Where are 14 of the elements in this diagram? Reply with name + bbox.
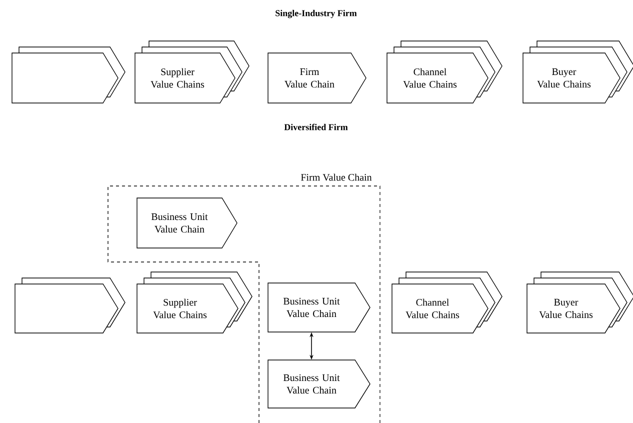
value-chain-stack xyxy=(14,278,126,334)
value-chain-box: Business Unit Value Chain xyxy=(268,282,370,332)
heading: Diversified Firm xyxy=(284,124,348,130)
value-chain-stack: Channel Value Chains xyxy=(392,272,502,334)
value-chain-stack: Supplier Value Chains xyxy=(136,272,252,334)
value-chain-stack: Buyer Value Chains xyxy=(522,40,633,104)
value-chain-box: Business Unit Value Chain xyxy=(268,360,370,408)
value-chain-box: Business Unit Value Chain xyxy=(136,198,238,248)
value-chain-stack: Channel Value Chains xyxy=(386,40,502,104)
value-chain-box: Firm Value Chain xyxy=(268,52,366,104)
value-chain-stack: Buyer Value Chains xyxy=(526,272,633,334)
heading: Single-Industry Firm xyxy=(276,10,357,18)
value-chain-stack xyxy=(12,46,126,104)
value-chain-stack: Supplier Value Chains xyxy=(134,40,250,104)
